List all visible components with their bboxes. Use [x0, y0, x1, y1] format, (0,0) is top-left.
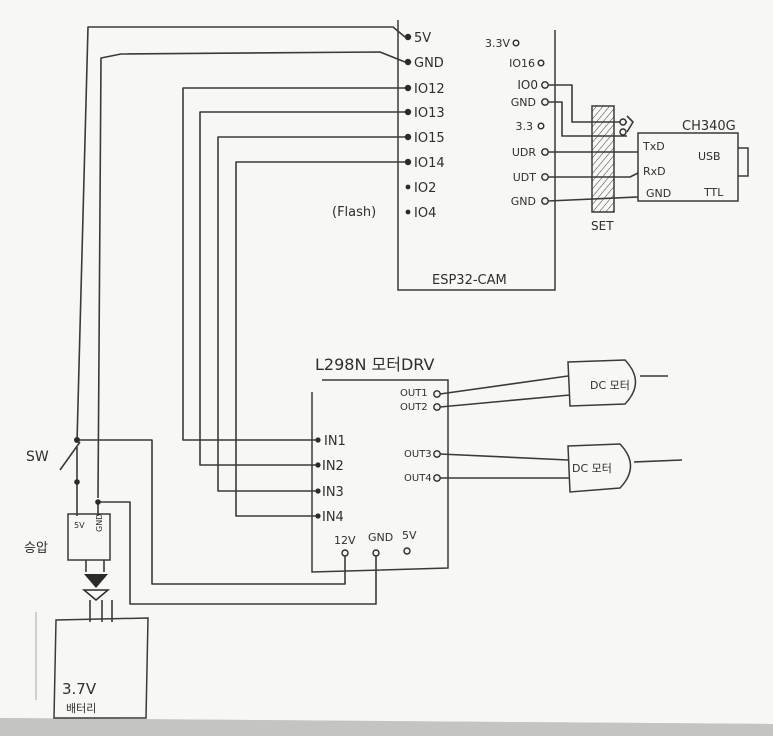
esp32-pin-udr-dot: [541, 148, 549, 156]
esp32-pin-io2-dot: [405, 184, 411, 190]
esp32-pin-io0: IO0: [517, 78, 538, 92]
esp32-right-pins: 3.3V IO16 IO0 GND 3.3 UDR UDT GND: [485, 37, 549, 208]
l298n-12v-dot: [341, 549, 349, 557]
booster-label: 승압: [24, 541, 48, 556]
l298n-out4: OUT4: [404, 473, 432, 484]
esp32-pin-io0-dot: [541, 81, 549, 89]
esp32-pin-gnd: GND: [414, 56, 444, 71]
jumper-pin-bottom: [619, 128, 627, 136]
set-label: SET: [591, 219, 614, 233]
switch-label: SW: [26, 449, 49, 465]
l298n-title: L298N 모터DRV: [315, 355, 435, 374]
l298n-in2-dot: [315, 462, 321, 468]
esp32-pin-gnd-dot: [404, 58, 412, 66]
control-wiring: [182, 87, 405, 517]
esp32-pin-5v: 5V: [414, 31, 431, 46]
ch340g-pin-gnd: GND: [646, 187, 671, 200]
battery: 3.7V 배터리: [35, 612, 149, 719]
esp32-pin-io15: IO15: [414, 131, 445, 146]
esp32-pin-gnd-r: GND: [511, 96, 536, 109]
l298n-5v: 5V: [402, 529, 417, 542]
paper-shadow: [0, 718, 773, 736]
esp32-pin-gnd-r-dot: [541, 98, 549, 106]
l298n-out3-dot: [433, 450, 441, 458]
esp32-title: ESP32-CAM: [432, 273, 507, 288]
ch340g-usb-label: USB: [698, 150, 721, 163]
esp32-pin-io14-dot: [404, 158, 412, 166]
motor-wiring: [439, 375, 571, 479]
ch340g-module: CH340G TxD RxD GND USB TTL: [637, 119, 749, 202]
esp32-pin-gnd-r2: GND: [511, 195, 536, 208]
esp32-pin-io16-dot: [537, 59, 545, 67]
dc-motor-1-label: DC 모터: [590, 379, 630, 392]
l298n-gnd-dot: [372, 549, 380, 557]
l298n-out4-dot: [433, 474, 441, 482]
ch340g-title: CH340G: [682, 119, 736, 134]
esp32-pin-io12-dot: [404, 84, 412, 92]
switch-bottom-dot: [74, 479, 80, 485]
battery-voltage: 3.7V: [62, 680, 97, 698]
serial-wiring: [547, 84, 639, 202]
l298n-out1: OUT1: [400, 388, 428, 399]
l298n-in1-dot: [315, 437, 321, 443]
ch340g-pin-rxd: RxD: [643, 165, 666, 178]
l298n-out1-dot: [433, 390, 441, 398]
booster-module: 승압 5V GND: [24, 513, 111, 561]
esp32-pin-io13-dot: [404, 108, 412, 116]
esp32-pin-io13: IO13: [414, 106, 445, 121]
l298n-out2-dot: [433, 403, 441, 411]
esp32-pin-udr: UDR: [512, 146, 537, 159]
power-switch: SW: [26, 437, 101, 505]
l298n-in3-dot: [315, 488, 321, 494]
esp32-pin-gnd-r2-dot: [541, 197, 549, 205]
l298n-out2: OUT2: [400, 402, 428, 413]
esp32-pin-io2: IO2: [414, 181, 436, 196]
esp32-pin-3v3: 3.3V: [485, 37, 510, 50]
power-wiring: [76, 26, 406, 605]
l298n-gnd: GND: [368, 531, 393, 544]
esp32-left-pins: 5V GND IO12 IO13 IO15 IO14 IO2 IO4: [404, 31, 445, 221]
l298n-out3: OUT3: [404, 449, 432, 460]
battery-label: 배터리: [66, 702, 96, 715]
esp32-pin-io15-dot: [404, 133, 412, 141]
esp32-pin-io14: IO14: [414, 156, 445, 171]
esp32-pin-3v3-r: 3.3: [516, 120, 534, 133]
esp32-pin-io12: IO12: [414, 82, 445, 97]
switch-top-dot: [74, 437, 80, 443]
esp32-pin-3v3-dot: [512, 39, 520, 47]
l298n-5v-dot: [403, 547, 411, 555]
l298n-in1: IN1: [324, 434, 346, 449]
l298n-in4-dot: [315, 513, 321, 519]
l298n-in2: IN2: [322, 459, 344, 474]
dc-motor-2: DC 모터: [567, 443, 683, 493]
gnd-junction-dot: [95, 499, 101, 505]
jumper-pin-top: [619, 118, 627, 126]
esp32-pin-udt-dot: [541, 173, 549, 181]
esp32-pin-3v3-r-dot: [537, 122, 545, 130]
ch340g-pin-txd: TxD: [642, 140, 665, 153]
esp32-pin-udt: UDT: [513, 171, 537, 184]
set-jumper: SET: [591, 105, 615, 233]
esp32-flash-note: (Flash): [332, 205, 376, 220]
dc-motor-1: DC 모터: [567, 359, 668, 407]
l298n-in4: IN4: [322, 510, 344, 525]
esp32-pin-io16: IO16: [509, 57, 535, 70]
l298n-in3: IN3: [322, 485, 344, 500]
esp32-pin-5v-dot: [404, 33, 412, 41]
booster-pin-5v: 5V: [74, 521, 85, 530]
ch340g-ttl-label: TTL: [703, 186, 724, 199]
dc-motor-2-label: DC 모터: [572, 462, 612, 475]
esp32-pin-io4-dot: [405, 209, 411, 215]
esp32-pin-io4: IO4: [414, 206, 436, 221]
l298n-12v: 12V: [334, 534, 356, 547]
booster-pin-gnd: GND: [95, 514, 104, 532]
esp32-cam-module: ESP32-CAM (Flash) 5V GND IO12 IO13 IO15 …: [332, 20, 556, 291]
